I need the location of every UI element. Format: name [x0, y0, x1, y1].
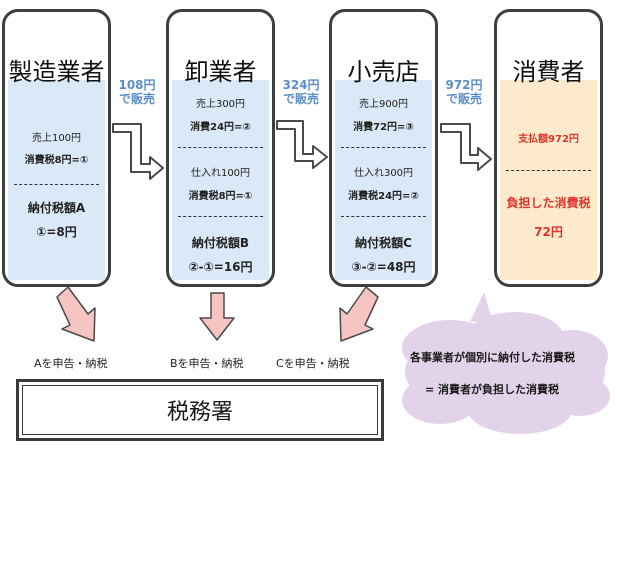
manufacturer-tax: 消費税8円=①	[24, 155, 89, 166]
retailer-panel	[335, 80, 432, 280]
note-line-2: = 消費者が負担した消費税	[425, 383, 560, 396]
filing-arrow-c	[339, 286, 379, 342]
retailer-sales: 売上900円	[358, 99, 409, 110]
sale-text: で販売	[282, 92, 319, 106]
manufacturer-paid-value: ①=8円	[36, 225, 77, 239]
retailer-purchase-tax: 消費税24円=②	[348, 191, 419, 202]
sale-amount: 324円	[282, 78, 320, 92]
retailer-tax: 消費72円=③	[353, 122, 414, 133]
card-manufacturer: 製造業者 売上100円 消費税8円=① 納付税額A ①=8円	[2, 9, 111, 287]
consumer-tax-value: 72円	[534, 225, 563, 239]
manufacturer-panel	[8, 80, 105, 280]
sale-text: で販売	[118, 92, 155, 106]
manufacturer-title: 製造業者	[8, 58, 105, 86]
sale-amount: 972円	[445, 78, 483, 92]
sale-label-1: 108円 で販売	[114, 78, 160, 106]
sale-text: で販売	[445, 92, 482, 106]
divider	[178, 147, 263, 148]
filing-label-a: Aを申告・納税	[34, 357, 108, 370]
consumer-tax-label: 負担した消費税	[506, 196, 591, 210]
divider	[14, 184, 99, 185]
filing-label-b: Bを申告・納税	[170, 357, 244, 370]
wholesaler-sales: 売上300円	[195, 99, 246, 110]
flow-arrow-1	[112, 123, 164, 180]
retailer-paid-value: ③-②=48円	[351, 260, 416, 274]
wholesaler-tax: 消費24円=②	[190, 122, 251, 133]
filing-arrow-b	[199, 292, 235, 341]
wholesaler-paid-label: 納付税額B	[191, 236, 250, 250]
consumer-panel	[500, 80, 597, 280]
card-wholesaler: 卸業者 売上300円 消費24円=② 仕入れ100円 消費税8円=① 納付税額B…	[166, 9, 275, 287]
consumer-payment: 支払額972円	[518, 134, 579, 145]
sale-label-2: 324円 で販売	[278, 78, 324, 106]
sale-amount: 108円	[118, 78, 156, 92]
wholesaler-title: 卸業者	[184, 58, 257, 86]
card-consumer: 消費者 支払額972円 負担した消費税 72円	[494, 9, 603, 287]
divider	[506, 170, 591, 171]
flow-arrow-3	[440, 123, 492, 171]
retailer-purchase: 仕入れ300円	[353, 168, 414, 179]
filing-label-c: Cを申告・納税	[276, 357, 350, 370]
divider	[178, 216, 263, 217]
manufacturer-sales: 売上100円	[31, 133, 82, 144]
sale-label-3: 972円 で販売	[441, 78, 487, 106]
wholesaler-purchase-tax: 消費税8円=①	[188, 191, 253, 202]
consumer-title: 消費者	[512, 58, 585, 86]
tax-office-box: 税務署	[16, 379, 384, 441]
wholesaler-paid-value: ②-①=16円	[188, 260, 253, 274]
retailer-title: 小売店	[347, 58, 420, 86]
retailer-paid-label: 納付税額C	[355, 236, 412, 250]
flow-arrow-2	[276, 120, 328, 169]
divider	[341, 147, 426, 148]
tax-office-inner-border	[22, 385, 378, 435]
manufacturer-paid-label: 納付税額A	[27, 201, 86, 215]
card-retailer: 小売店 売上900円 消費72円=③ 仕入れ300円 消費税24円=② 納付税額…	[329, 9, 438, 287]
note-cloud	[402, 292, 610, 434]
divider	[341, 216, 426, 217]
wholesaler-panel	[172, 80, 269, 280]
tax-office-label: 税務署	[166, 400, 233, 425]
note-line-1: 各事業者が個別に納付した消費税	[410, 351, 575, 364]
wholesaler-purchase: 仕入れ100円	[190, 168, 251, 179]
filing-arrow-a	[56, 286, 96, 342]
